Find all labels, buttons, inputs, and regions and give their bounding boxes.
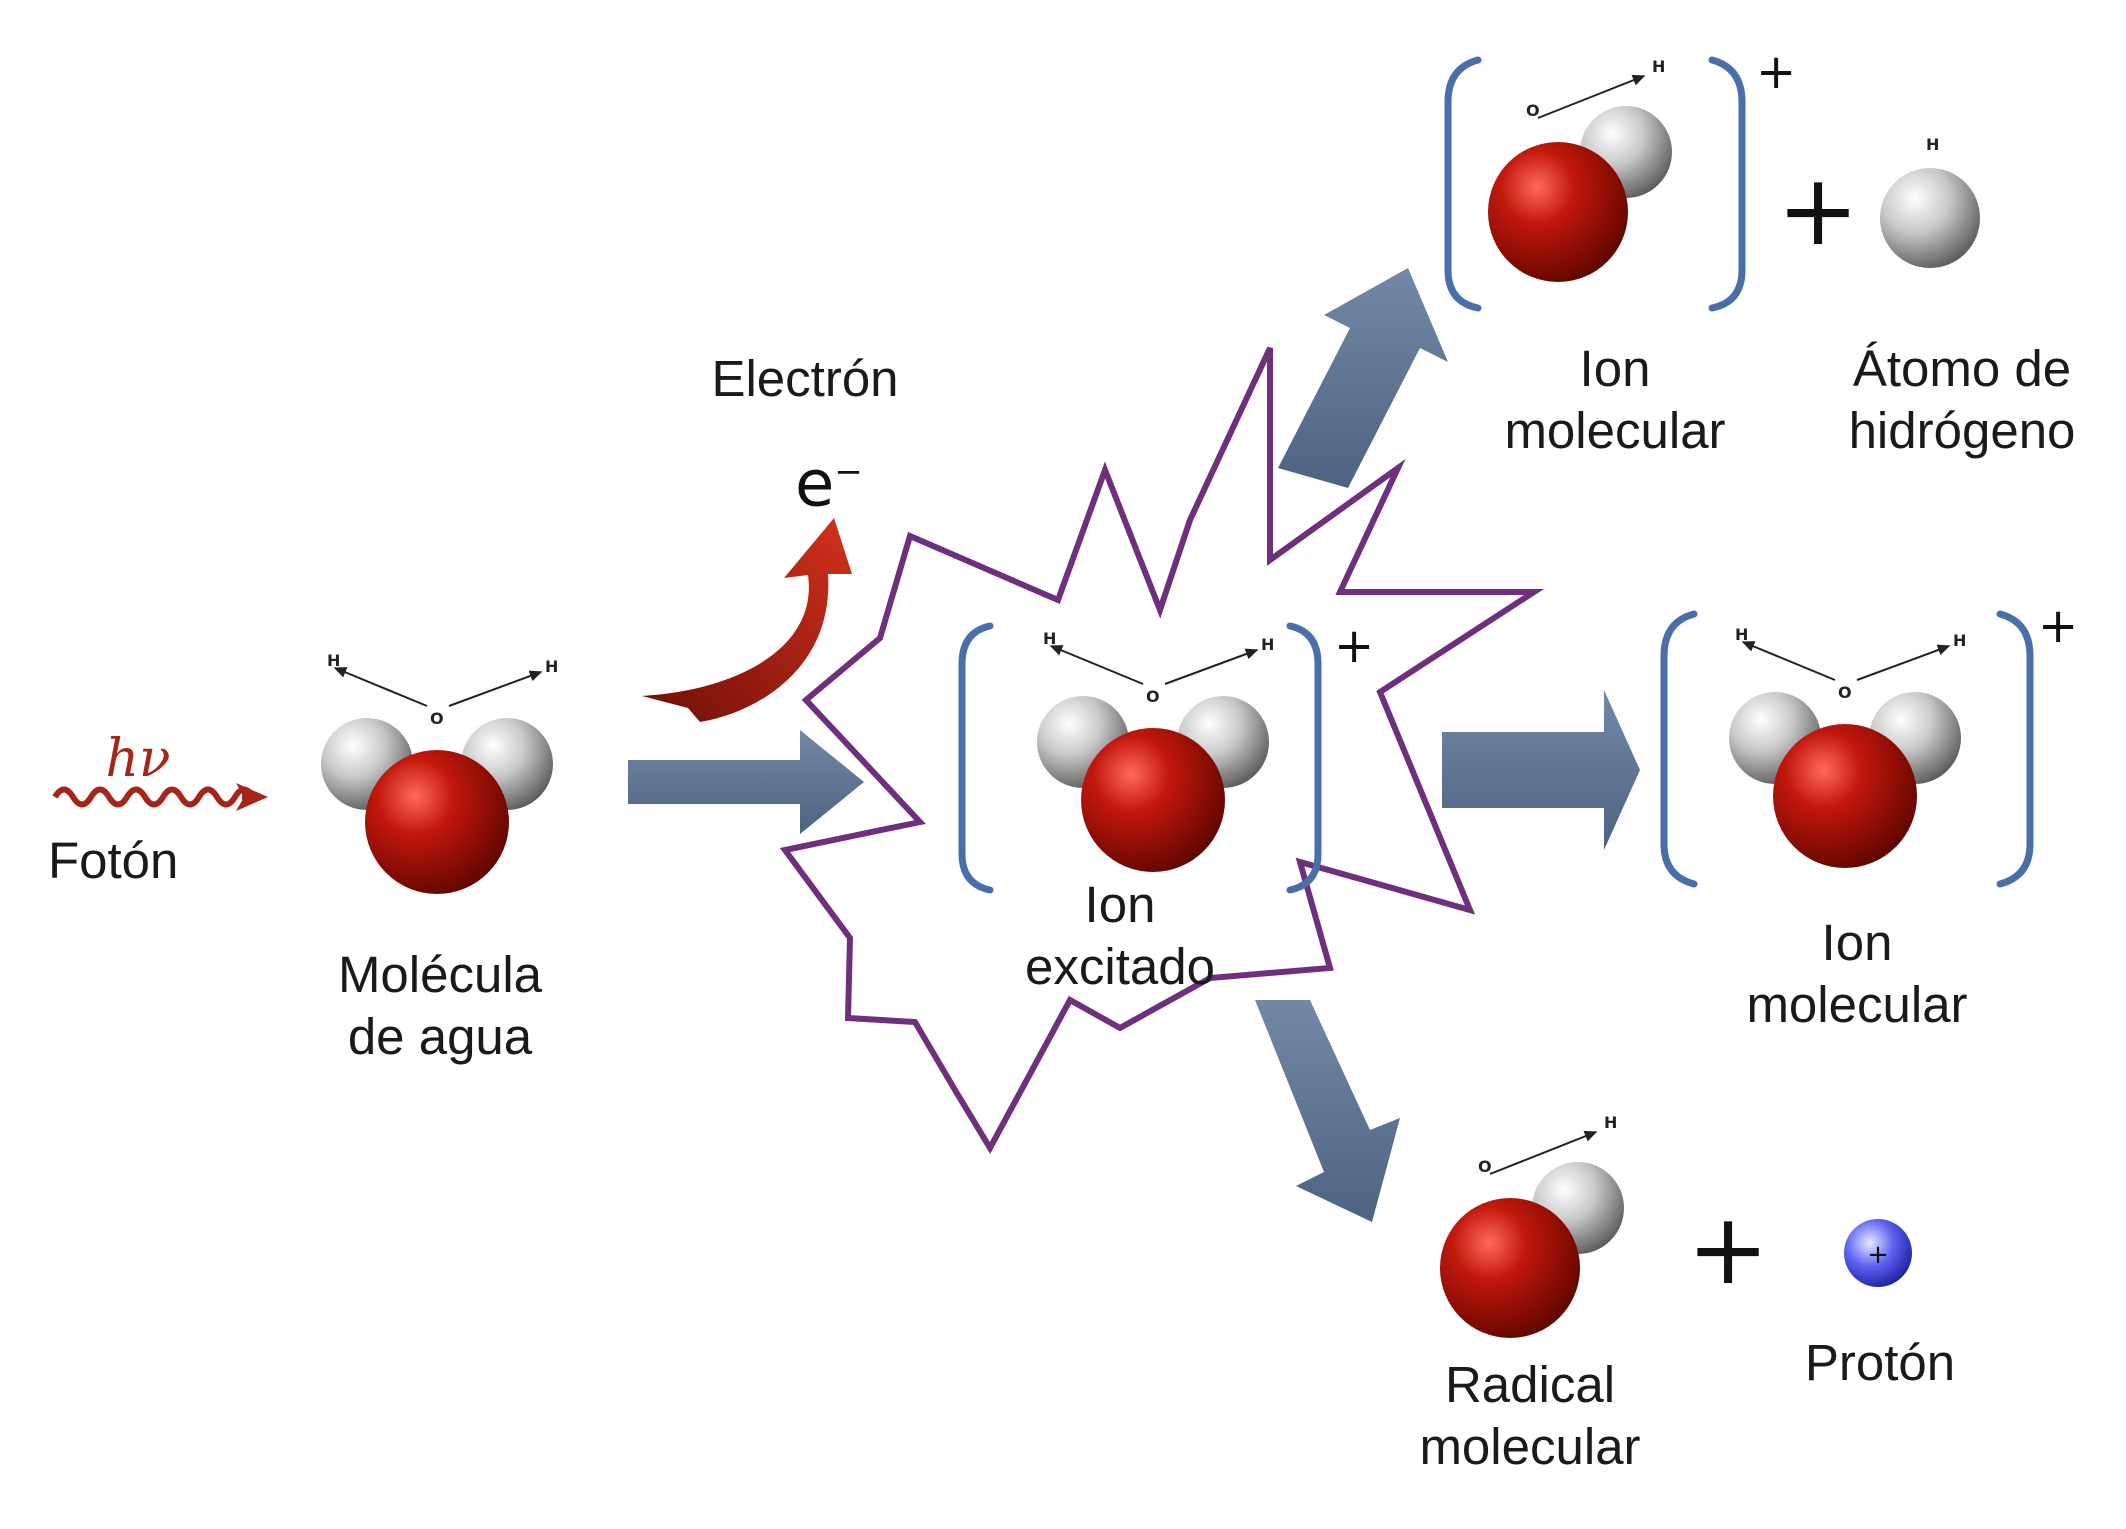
h-atom-line1: Átomo de <box>1852 340 2072 397</box>
molecular-ion-top-label: Ion molecular <box>1470 338 1760 462</box>
bracket-right <box>1708 56 1746 312</box>
radical-line2: molecular <box>1419 1418 1641 1475</box>
arrow-down-right <box>1255 1000 1400 1222</box>
excited-ion-label: Ion excitado <box>990 874 1250 998</box>
electron-ejection-arrow <box>642 518 852 722</box>
hydrogen-atom: H <box>1880 135 1980 268</box>
arrow-right <box>1442 690 1640 850</box>
plus-sign-top: + <box>1777 154 1859 268</box>
excitation-burst <box>779 346 1545 1155</box>
atom-o-label: O <box>1478 1157 1492 1176</box>
radical-label: Radical molecular <box>1385 1354 1675 1478</box>
water-label-line2: de agua <box>347 1008 533 1065</box>
h-atom-line2: hidrógeno <box>1848 402 2076 459</box>
electron-letter: e <box>795 447 835 522</box>
atom-h-label: H <box>1261 635 1274 654</box>
excited-ion: H H O + <box>958 618 1374 894</box>
photon-arrowhead <box>236 783 268 811</box>
charge-sign: + <box>1334 618 1374 674</box>
bracket-right <box>1996 610 2034 888</box>
water-label-line1: Molécula <box>337 946 543 1003</box>
electron-charge: − <box>834 452 863 492</box>
atom-h-label: H <box>1652 57 1665 76</box>
excited-label-line1: Ion <box>1084 876 1156 933</box>
molecular-ion-mid: H H O + <box>1660 598 2078 888</box>
hydrogen-atom-label: Átomo de hidrógeno <box>1812 338 2112 462</box>
atom-h-label: H <box>1735 625 1748 644</box>
mol-ion-mid-line1: Ion <box>1821 914 1893 971</box>
atom-h-label: H <box>1604 1113 1617 1132</box>
atom-h-label: H <box>1953 631 1966 650</box>
atom-o-label: O <box>1526 101 1540 120</box>
arrow-to-excited-ion <box>628 730 864 834</box>
water-molecule-label: Molécula de agua <box>290 944 590 1068</box>
bracket-left <box>1660 610 1698 888</box>
mol-ion-top-line2: molecular <box>1504 402 1726 459</box>
charge-sign: + <box>2038 598 2078 654</box>
atom-o-label: O <box>1838 683 1852 702</box>
atom-o-label: O <box>1146 687 1160 706</box>
photon-label: Fotón <box>48 832 179 889</box>
molecular-ion-top: O H + <box>1444 44 1796 312</box>
molecular-ion-mid-label: Ion molecular <box>1712 912 2002 1036</box>
charge-sign: + <box>1756 44 1796 100</box>
water-molecule: H H O <box>321 651 558 894</box>
proton-label: Protón <box>1804 1334 1956 1391</box>
mol-ion-top-line1: Ion <box>1579 340 1651 397</box>
photon-symbol: hν <box>105 729 170 789</box>
electron-symbol: e− <box>795 436 863 520</box>
atom-h-label: H <box>545 657 558 676</box>
proton-sign: + <box>1867 1240 1889 1270</box>
arrow-up-right <box>1278 268 1448 488</box>
bracket-right <box>1286 622 1322 894</box>
excited-label-line2: excitado <box>1025 938 1215 995</box>
atom-o-label: O <box>430 709 444 728</box>
proton: + <box>1844 1219 1912 1287</box>
radical-line1: Radical <box>1444 1356 1616 1413</box>
atom-h-label: H <box>1043 629 1056 648</box>
bracket-left <box>1444 56 1482 312</box>
plus-sign-bottom: + <box>1687 1193 1769 1307</box>
mol-ion-mid-line2: molecular <box>1746 976 1968 1033</box>
electron-label: Electrón <box>711 350 899 407</box>
bracket-left <box>958 622 994 894</box>
photon-wave <box>52 786 259 808</box>
atom-h-label: H <box>327 651 340 670</box>
molecular-radical: O H <box>1440 1113 1624 1338</box>
atom-h-label: H <box>1926 135 1939 154</box>
